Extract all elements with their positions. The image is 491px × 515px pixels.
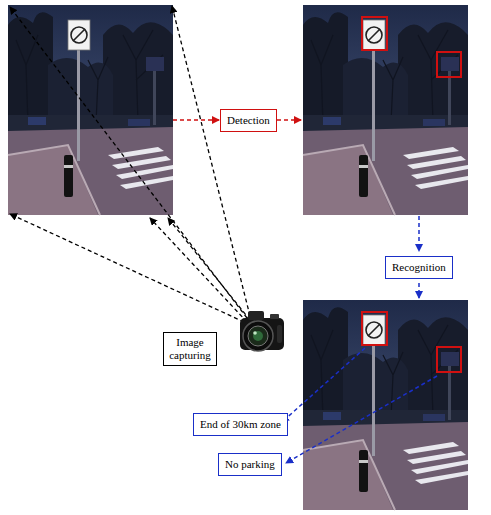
flow-arrow <box>277 119 301 121</box>
detection-box <box>437 347 461 372</box>
capture-ray <box>168 218 250 320</box>
result-arrow <box>286 376 437 463</box>
box-label: Recognition <box>392 261 446 274</box>
process-box: No parking <box>218 453 282 476</box>
box-label: No parking <box>225 458 275 471</box>
process-box: End of 30km zone <box>193 413 288 436</box>
process-box: Image capturing <box>163 332 217 366</box>
process-box: Detection <box>220 109 277 132</box>
detection-box <box>362 17 387 50</box>
box-label: Image capturing <box>169 336 211 362</box>
detection-box <box>437 52 461 77</box>
capture-ray <box>10 7 247 318</box>
result-arrow <box>282 348 365 422</box>
flow-arrow <box>173 119 219 121</box>
flow-arrow <box>418 216 420 251</box>
street-photo <box>303 5 468 215</box>
capture-ray <box>150 218 247 322</box>
camera-icon <box>240 311 284 351</box>
box-label: Detection <box>227 114 270 127</box>
flow-arrow <box>418 283 420 298</box>
detection-box <box>362 312 387 345</box>
box-label: End of 30km zone <box>200 418 281 431</box>
process-box: Recognition <box>385 256 453 279</box>
capture-ray <box>172 6 250 316</box>
